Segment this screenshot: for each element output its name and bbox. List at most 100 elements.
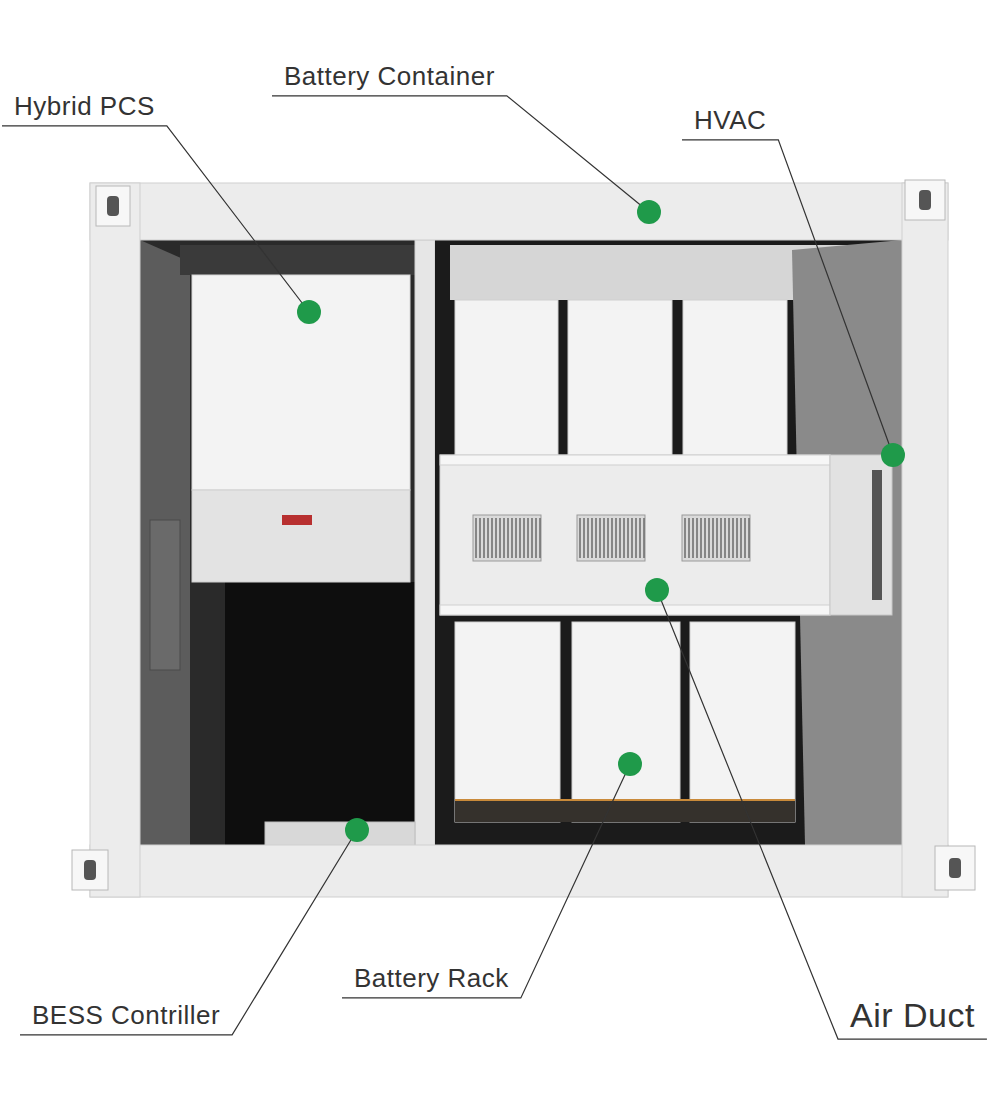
hvac-unit [830, 455, 892, 615]
vent-slat [607, 518, 609, 558]
callout-dot [637, 200, 661, 224]
vent-slat [591, 518, 593, 558]
vent-slat [507, 518, 509, 558]
vent-slat [475, 518, 477, 558]
leader-line [342, 764, 630, 998]
vent-slat [623, 518, 625, 558]
callout-dot [618, 752, 642, 776]
vent-slat [643, 518, 645, 558]
casting-slot [949, 858, 961, 878]
callout-dots [297, 200, 905, 842]
corner-casting [96, 186, 130, 226]
bottom-beam [90, 845, 948, 897]
leader-line [272, 96, 649, 212]
vent-slat [748, 518, 750, 558]
vent-grille [682, 515, 750, 561]
air-duct [440, 455, 830, 615]
hvac-slot [872, 470, 882, 600]
part-label: HVAC [692, 106, 768, 136]
rack-top [683, 300, 787, 458]
vent-grille [577, 515, 645, 561]
vent-slat [503, 518, 505, 558]
duct-rail [440, 605, 830, 615]
controller-box [265, 822, 415, 846]
vent-slat [611, 518, 613, 558]
vent-slat [495, 518, 497, 558]
part-label: Battery Container [282, 62, 497, 92]
pcs-top [192, 275, 410, 490]
leader-line [20, 830, 357, 1035]
top-beam [90, 183, 948, 240]
rack-base-edge [455, 799, 795, 801]
vent-slat [696, 518, 698, 558]
vent-slat [708, 518, 710, 558]
vent-slat [579, 518, 581, 558]
rack-top [568, 300, 672, 458]
vent-slat [716, 518, 718, 558]
vent-slat [479, 518, 481, 558]
rack-bottom [690, 622, 795, 822]
corner-casting [72, 850, 108, 890]
vent-slat [700, 518, 702, 558]
vent-slat [483, 518, 485, 558]
vent-slat [519, 518, 521, 558]
callout-dot [881, 443, 905, 467]
leader-lines [2, 96, 987, 1039]
vent-slat [732, 518, 734, 558]
vent-slat [595, 518, 597, 558]
corner-casting [905, 180, 945, 220]
vent-slat [635, 518, 637, 558]
vent-slat [603, 518, 605, 558]
rack-bottom [455, 622, 560, 822]
left-back-wall [180, 245, 415, 275]
vent-slat [511, 518, 513, 558]
leader-line [657, 590, 987, 1039]
vent-slat [587, 518, 589, 558]
vent-slat [712, 518, 714, 558]
door-panel [150, 520, 180, 670]
left-floor [225, 582, 415, 845]
rack-top [455, 300, 558, 458]
casting-slot [107, 196, 119, 216]
vent-slat [736, 518, 738, 558]
vent-slat [615, 518, 617, 558]
part-label: Air Duct [848, 996, 977, 1035]
leader-line [2, 126, 309, 312]
vent-slat [539, 518, 541, 558]
container-drawing [72, 180, 975, 897]
interior [140, 240, 902, 847]
casting-slot [84, 860, 96, 880]
corner-casting [935, 846, 975, 890]
vent-slat [728, 518, 730, 558]
vent-slat [535, 518, 537, 558]
vent-slat [583, 518, 585, 558]
vent-slat [744, 518, 746, 558]
duct-rail [440, 455, 830, 465]
vent-slat [720, 518, 722, 558]
right-room [435, 240, 902, 847]
left-post [90, 183, 140, 897]
right-post [902, 183, 948, 897]
part-label: Battery Rack [352, 964, 511, 994]
left-wall [140, 240, 190, 845]
rack-bottom [572, 622, 680, 822]
callout-dot [645, 578, 669, 602]
vent-slat [740, 518, 742, 558]
vent-slat [631, 518, 633, 558]
vent-grille [473, 515, 541, 561]
pcs-display [282, 515, 312, 525]
casting-slot [919, 190, 931, 210]
vent-slat [688, 518, 690, 558]
vent-slat [527, 518, 529, 558]
callout-dot [345, 818, 369, 842]
vent-slat [487, 518, 489, 558]
pcs-front [192, 490, 410, 582]
vent-slat [704, 518, 706, 558]
leader-line [682, 140, 893, 455]
vent-slat [491, 518, 493, 558]
vent-slat [692, 518, 694, 558]
vent-slat [599, 518, 601, 558]
rack-base [455, 800, 795, 822]
